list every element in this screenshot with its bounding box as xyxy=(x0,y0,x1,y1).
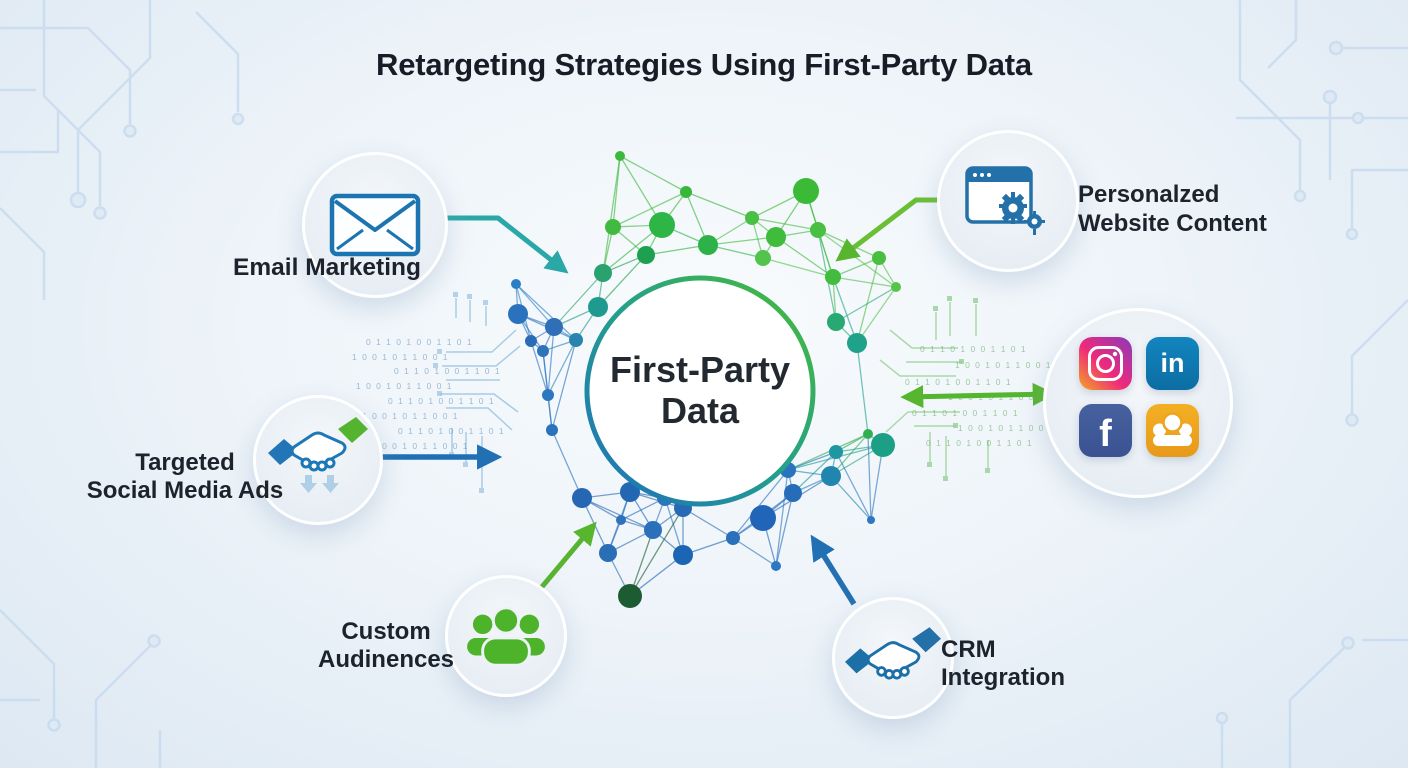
binary-texture-left: 0 1 1 0 1 0 0 1 1 0 1 1 0 0 1 0 1 1 0 0 … xyxy=(352,337,505,451)
targeted-social-ads-label: Targeted Social Media Ads xyxy=(35,449,335,505)
browser-gears-icon xyxy=(965,166,1045,235)
custom-audiences-label: Custom Audinences xyxy=(236,618,536,674)
arrow-hub-social-icons xyxy=(900,382,1056,409)
svg-text:1 0 0 1 0 1 1 0 0 1: 1 0 0 1 0 1 1 0 0 1 xyxy=(958,423,1055,433)
targeted-social-ads-node xyxy=(253,395,383,525)
svg-text:0 1 1 0 1 0 0 1 1 0 1: 0 1 1 0 1 0 0 1 1 0 1 xyxy=(398,426,505,436)
crm-integration-label-line1: CRM xyxy=(941,636,996,663)
personalized-website-label: Personalzed Website Content xyxy=(1078,180,1328,238)
hub-label-line1: First-Party xyxy=(609,349,791,391)
svg-text:1 0 0 1 0 1 1 0 0 1: 1 0 0 1 0 1 1 0 0 1 xyxy=(352,352,449,362)
page-title: Retargeting Strategies Using First-Party… xyxy=(376,47,1032,82)
arrow-crm-to-hub xyxy=(810,534,857,606)
svg-text:0 1 1 0 1 0 0 1 1 0 1: 0 1 1 0 1 0 0 1 1 0 1 xyxy=(912,408,1019,418)
custom-audiences-node xyxy=(445,575,567,697)
hub-label: First-Party Data xyxy=(588,281,812,501)
instagram-icon xyxy=(1079,337,1132,390)
social-platforms-node xyxy=(1043,308,1233,498)
people-group-icon xyxy=(467,606,545,667)
hub-circle xyxy=(584,275,816,507)
svg-text:0 1 1 0 1 0 0 1 1 0 1: 0 1 1 0 1 0 0 1 1 0 1 xyxy=(366,337,473,347)
svg-text:1 0 0 1 0 1 1 0 0 1: 1 0 0 1 0 1 1 0 0 1 xyxy=(362,411,459,421)
custom-audiences-label-line2: Audinences xyxy=(317,646,455,673)
crm-integration-label: CRM Integration xyxy=(941,636,1161,692)
hub-label-line2: Data xyxy=(660,390,740,431)
circuit-trace-right xyxy=(879,302,989,476)
down-arrows-icon xyxy=(300,475,339,493)
svg-text:0 1 1 0 1 0 0 1 1 0 1: 0 1 1 0 1 0 0 1 1 0 1 xyxy=(394,366,501,376)
targeted-social-ads-label-line1: Targeted xyxy=(135,449,235,476)
arrow-email-to-hub xyxy=(436,215,569,274)
personalized-website-node xyxy=(937,130,1079,272)
svg-text:1 0 0 1 0 1 1 0 0 1: 1 0 0 1 0 1 1 0 0 1 xyxy=(372,441,469,451)
audience-icon xyxy=(1146,404,1199,457)
email-marketing-label: Email Marketing xyxy=(233,254,421,281)
svg-text:1 0 0 1 0 1 1 0 0 1: 1 0 0 1 0 1 1 0 0 1 xyxy=(356,381,453,391)
handshake-icon xyxy=(845,627,941,680)
personalized-website-label-line2: Website Content xyxy=(1078,210,1267,237)
envelope-icon xyxy=(329,193,421,257)
custom-audiences-label-line1: Custom xyxy=(341,618,431,645)
svg-text:0 1 1 0 1 0 0 1 1 0 1: 0 1 1 0 1 0 0 1 1 0 1 xyxy=(905,377,1012,387)
crm-integration-node xyxy=(832,597,954,719)
linkedin-icon: in xyxy=(1146,337,1199,390)
crm-integration-label-line2: Integration xyxy=(941,664,1065,691)
targeted-social-ads-label-line2: Social Media Ads xyxy=(86,477,284,504)
arrow-audiences-to-hub xyxy=(539,521,597,590)
email-marketing-node xyxy=(302,152,448,298)
svg-text:1 0 0 1 0 1 1 0 0 1: 1 0 0 1 0 1 1 0 0 1 xyxy=(955,360,1052,370)
svg-text:0 1 1 0 1 0 0 1 1 0 1: 0 1 1 0 1 0 0 1 1 0 1 xyxy=(388,396,495,406)
svg-text:0 1 1 0 1 0 0 1 1 0 1: 0 1 1 0 1 0 0 1 1 0 1 xyxy=(920,344,1027,354)
svg-text:0 1 1 0 1 0 0 1 1 0 1: 0 1 1 0 1 0 0 1 1 0 1 xyxy=(926,438,1033,448)
handshake-icon xyxy=(268,417,368,493)
facebook-icon: f xyxy=(1079,404,1132,457)
personalized-website-label-line1: Personalzed xyxy=(1078,181,1220,208)
